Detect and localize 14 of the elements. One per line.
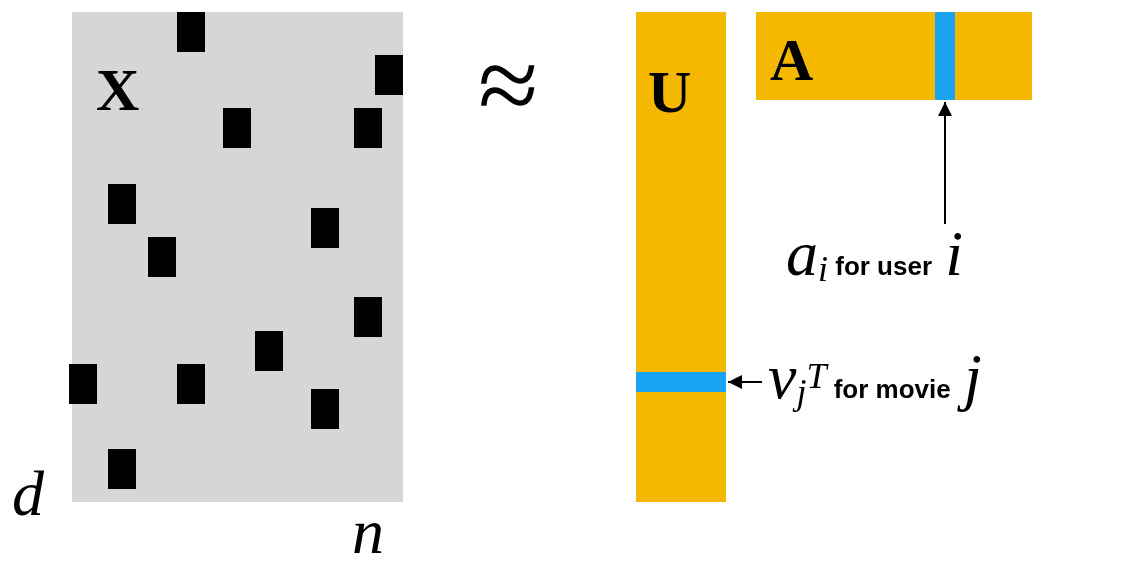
matrix-label: X — [96, 60, 140, 120]
dimension-label: n — [352, 500, 384, 562]
dimension-label: d — [12, 462, 44, 526]
highlighted-row — [636, 372, 726, 392]
matrix-label: A — [770, 30, 814, 90]
approx-symbol: ≈ — [478, 30, 539, 140]
leader-arrow — [938, 101, 952, 225]
matrix-row — [756, 12, 1032, 100]
leader-arrow — [727, 375, 763, 389]
annotation-text: a$_{i}$ for user i — [785, 222, 964, 288]
matrix-label: U — [648, 62, 692, 122]
matrix-column — [636, 12, 726, 502]
matrix-block — [72, 12, 403, 502]
highlighted-column — [935, 12, 955, 100]
